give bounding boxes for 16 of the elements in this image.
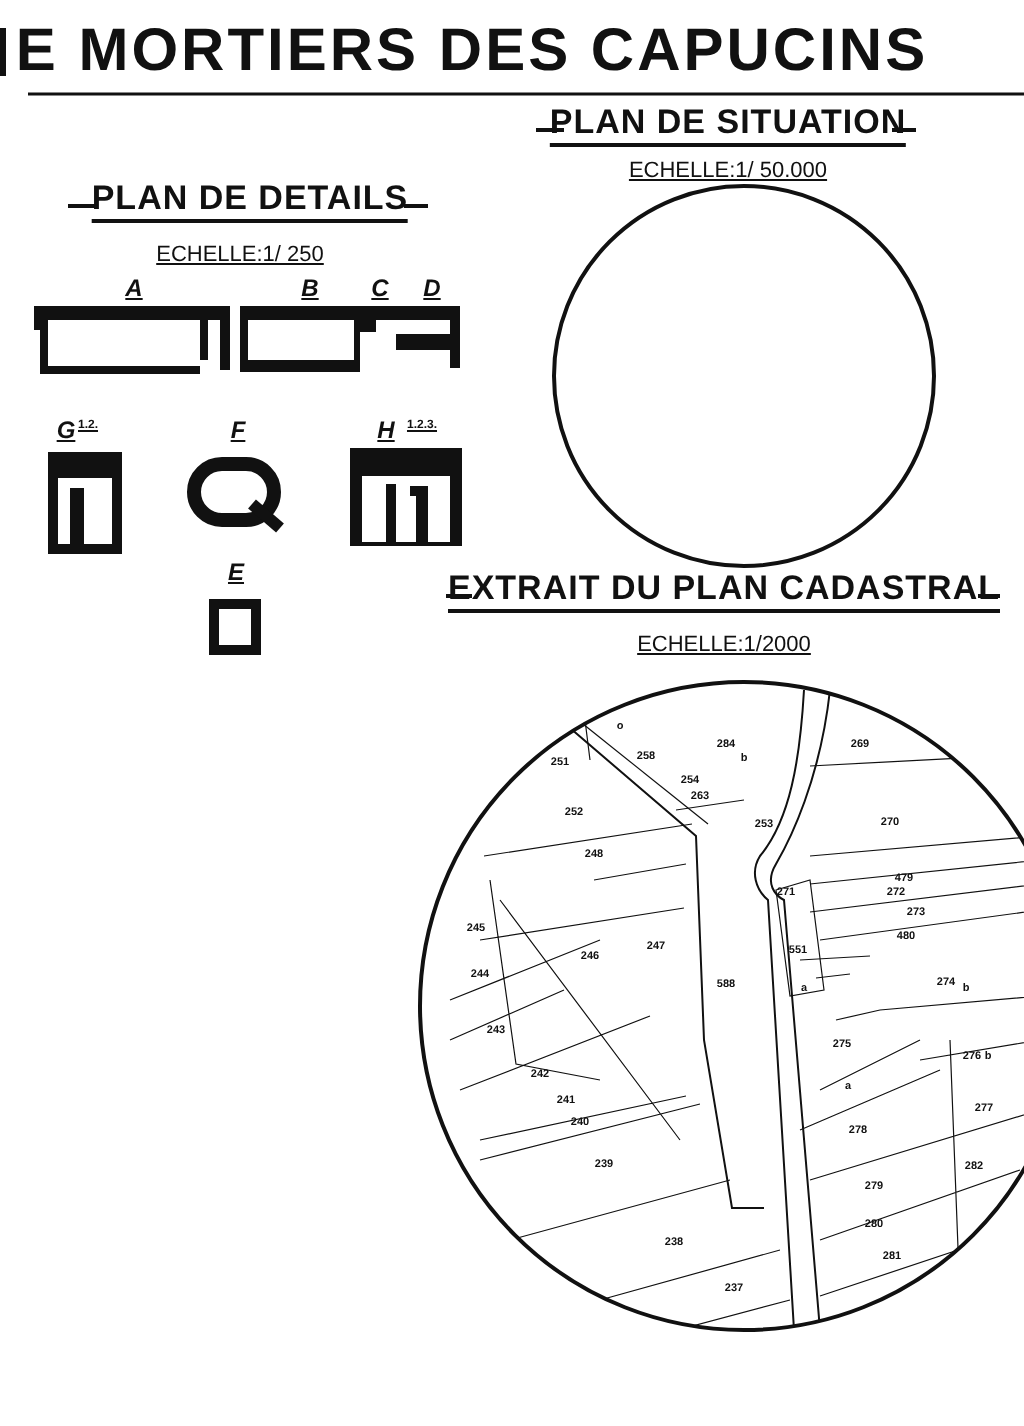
part-letter: C <box>371 276 389 300</box>
location-map-circle <box>552 184 936 568</box>
part-letter: A <box>125 276 143 300</box>
section-heading: EXTRAIT DU PLAN CADASTRAL <box>448 571 1000 613</box>
part-letter: F <box>230 418 246 442</box>
part-letter: H <box>377 418 395 442</box>
part-letter: B <box>301 276 319 300</box>
part-letter: D <box>423 276 441 300</box>
part-letter: E <box>228 560 244 584</box>
page-title: E MORTIERS DES CAPUCINS <box>15 22 929 82</box>
scale-note: ECHELLE:1/ 50.000 <box>628 161 828 183</box>
part-letter: G <box>56 418 76 442</box>
scale-note: ECHELLE:1/2000 <box>637 635 811 657</box>
scale-note: ECHELLE:1/ 250 <box>156 245 324 267</box>
section-heading: PLAN DE SITUATION <box>549 105 907 147</box>
section-heading: PLAN DE DETAILS <box>91 181 409 223</box>
